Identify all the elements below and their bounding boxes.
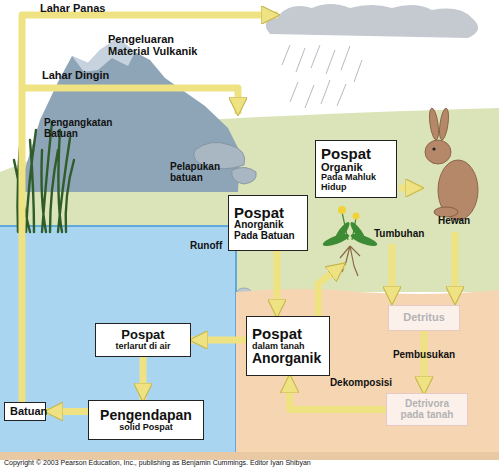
process-label: Lahar Panas	[40, 3, 105, 15]
box-text: dalam tanah	[252, 342, 324, 351]
flow-connector	[191, 337, 246, 344]
box-heading: Pengendapan	[94, 408, 198, 423]
copyright-note: Copyright © 2003 Pearson Education, Inc.…	[4, 459, 311, 466]
flower	[353, 213, 360, 220]
rabbit-head	[425, 140, 451, 164]
process-label: Pengangkatan Batuan	[44, 118, 124, 139]
box-heading: Pospat	[252, 326, 324, 342]
flow-connector	[140, 357, 147, 400]
process-box: Pospatdalam tanahAnorganik	[246, 316, 330, 376]
box-heading: Pospat	[234, 205, 302, 221]
plant-roots	[340, 246, 360, 276]
flow-arrow	[22, 88, 238, 114]
process-label: Hewan	[438, 216, 470, 227]
process-label: Lahar Dingin	[42, 70, 109, 82]
plant	[321, 220, 378, 248]
process-box: PospatOrganikPada Mahluk Hidup	[315, 140, 397, 198]
cloud	[266, 4, 478, 38]
box-text: Anorganik	[252, 351, 324, 366]
flow-connector	[46, 408, 88, 415]
flow-connector	[274, 251, 281, 316]
rabbit-ear	[428, 108, 440, 141]
flow-arrow	[318, 264, 344, 316]
flow-arrow	[452, 232, 459, 303]
rain	[282, 45, 362, 108]
leaf	[348, 220, 367, 244]
box-heading: Detritus	[394, 312, 454, 324]
process-box: Detrivora pada tanah	[386, 393, 468, 426]
flow-arrow	[399, 185, 422, 192]
leaf	[332, 220, 351, 244]
process-box: Detritus	[388, 305, 460, 331]
process-label: Pelapukan batuan	[170, 162, 230, 183]
box-text: Organik	[321, 162, 391, 174]
connector-label: Pembusukan	[393, 349, 455, 360]
box-heading: Pospat	[101, 328, 185, 342]
flow-connector	[421, 331, 428, 393]
flow-arrows	[22, 15, 455, 402]
box-text: solid Pospat	[94, 423, 198, 432]
box-heading: Pospat	[321, 146, 391, 162]
process-label: Tumbuhan	[374, 229, 424, 240]
sediment-layer	[0, 452, 499, 460]
process-label: Runoff	[190, 241, 222, 252]
connectors	[46, 251, 424, 412]
rabbit-ear	[438, 108, 450, 141]
rabbit	[425, 108, 478, 220]
connector-label: Dekomposisi	[330, 376, 392, 387]
box-text: Pada Mahluk Hidup	[321, 173, 391, 192]
process-label: Pengeluaran Material Vulkanik	[108, 34, 218, 57]
process-box: PospatAnorganik Pada Batuan	[228, 195, 308, 251]
process-box: Batuan	[4, 402, 46, 421]
box-text: Anorganik Pada Batuan	[234, 220, 302, 241]
process-box: Pospatterlarut di air	[95, 323, 191, 357]
volcano-mountain	[18, 38, 240, 192]
flower	[338, 206, 346, 214]
flow-arrow	[389, 244, 396, 303]
box-heading: Detrivora pada tanah	[392, 399, 462, 420]
box-heading: Batuan	[10, 406, 40, 418]
process-box: Pengendapansolid Pospat	[88, 400, 204, 440]
box-text: terlarut di air	[101, 342, 185, 351]
rabbit-eye	[432, 147, 435, 150]
